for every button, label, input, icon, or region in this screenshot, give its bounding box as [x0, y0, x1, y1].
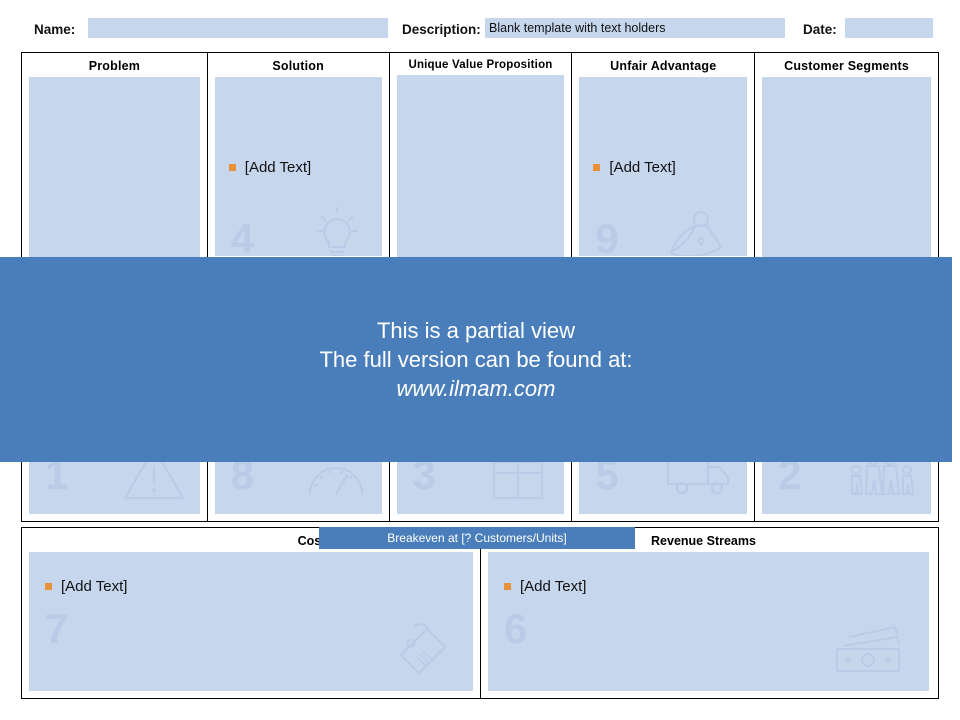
add-text-label: [Add Text]: [61, 578, 128, 595]
overlay-line-1: This is a partial view: [376, 318, 576, 343]
step-number-9: 9: [595, 215, 619, 262]
description-input[interactable]: Blank template with text holders: [485, 18, 785, 38]
bullet-square-icon: [45, 583, 52, 590]
step-number-2: 2: [778, 451, 802, 498]
bottom-strip: Cost Structure [Add Text] 7 Revenue Stre…: [21, 527, 939, 699]
gauge-icon: [304, 452, 368, 500]
name-label: Name:: [34, 22, 76, 37]
description-label: Description:: [402, 22, 481, 37]
bottom-body-revenue-streams[interactable]: [Add Text] 6: [488, 552, 929, 691]
add-text-label: [Add Text]: [609, 159, 676, 176]
add-text-label: [Add Text]: [520, 578, 587, 595]
column-title-solution: Solution: [272, 59, 324, 73]
overlay-line-2: The full version can be found at:: [319, 347, 633, 372]
step-number-5: 5: [595, 451, 619, 498]
column-title-problem: Problem: [88, 59, 141, 73]
document-header: Name: Description: Blank template with t…: [0, 0, 960, 46]
column-title-customer-segments: Customer Segments: [784, 59, 910, 73]
bullet-square-icon: [593, 164, 601, 171]
step-number-3: 3: [412, 451, 436, 498]
date-input[interactable]: [845, 18, 933, 38]
superhero-icon: [665, 207, 735, 265]
add-text-solution[interactable]: [Add Text]: [228, 159, 312, 176]
add-text-label: [Add Text]: [244, 159, 312, 176]
column-title-uvp: Unique Value Proposition: [408, 59, 553, 71]
add-text-cost-structure[interactable]: [Add Text]: [45, 578, 127, 595]
warning-triangle-icon: [122, 444, 186, 502]
breakeven-badge: Breakeven at [? Customers/Units]: [319, 527, 635, 549]
overlay-url: www.ilmam.com: [396, 376, 556, 401]
add-text-revenue-streams[interactable]: [Add Text]: [504, 578, 586, 595]
partial-view-overlay: This is a partial view The full version …: [0, 257, 952, 462]
step-number-4: 4: [230, 215, 255, 262]
bottom-column-cost-structure[interactable]: Cost Structure [Add Text] 7: [22, 528, 481, 698]
price-tag-icon: [387, 621, 451, 683]
bottom-title-revenue-streams: Revenue Streams: [651, 534, 756, 548]
name-input[interactable]: [88, 18, 388, 38]
step-number-6: 6: [504, 605, 528, 652]
bottom-column-revenue-streams[interactable]: Revenue Streams [Add Text] 6: [481, 528, 936, 698]
add-text-unfair-advantage[interactable]: [Add Text]: [593, 159, 676, 176]
bullet-square-icon: [228, 164, 236, 171]
column-title-unfair-advantage: Unfair Advantage: [610, 59, 717, 73]
step-number-1: 1: [45, 451, 69, 498]
date-label: Date:: [803, 22, 837, 37]
step-number-8: 8: [230, 451, 255, 498]
banknotes-icon: [833, 625, 907, 677]
bullet-square-icon: [504, 583, 511, 590]
step-number-7: 7: [45, 605, 69, 652]
bottom-body-cost-structure[interactable]: [Add Text] 7: [29, 552, 473, 691]
